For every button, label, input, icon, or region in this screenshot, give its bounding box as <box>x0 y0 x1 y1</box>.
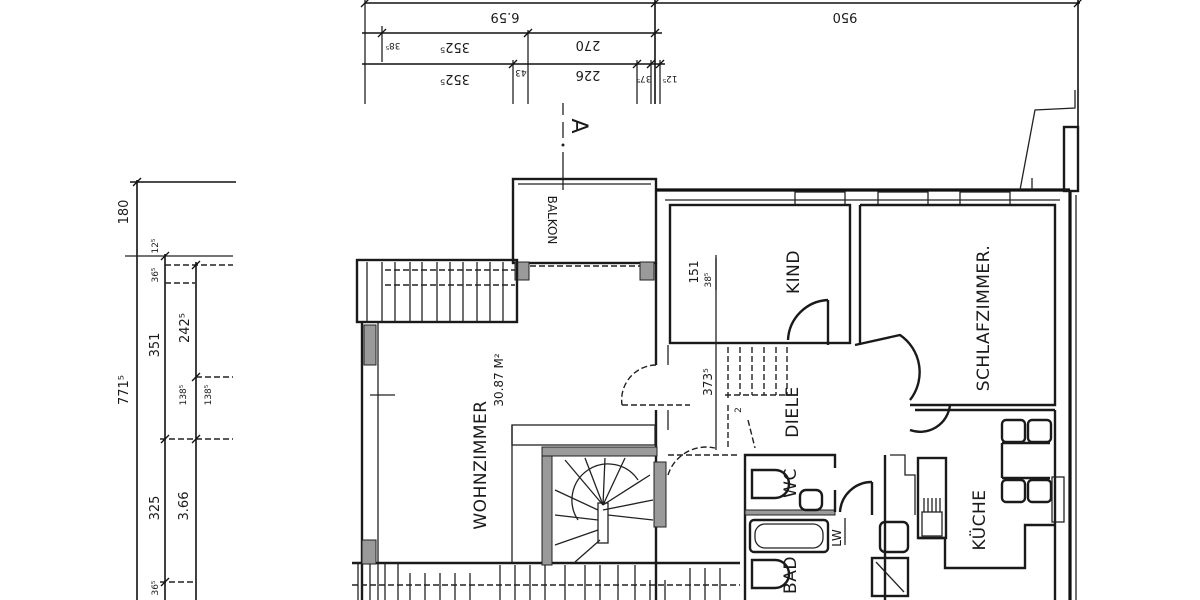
dim-label: 12⁵ <box>662 73 677 83</box>
dim-label: 351 <box>148 333 163 358</box>
dim-label: 373⁵ <box>701 368 715 396</box>
dim-label: 151 <box>687 261 701 284</box>
room-label-kind: KIND <box>784 250 804 294</box>
room-label-kueche: KÜCHE <box>968 489 990 550</box>
room-label-wc: WC <box>781 468 801 498</box>
room-label-balkon: BALKON <box>545 196 559 245</box>
dim-label: 37⁵ <box>636 73 651 83</box>
dim-label: 3.66 <box>177 492 192 521</box>
room-label-wohnzimmer: WOHNZIMMER <box>471 400 491 529</box>
top-dimension-chain: 6.59 950 38⁵ 352⁵ 270 352⁵ 43 226 37⁵ 12… <box>360 0 1082 185</box>
stair-step-mark: 2 <box>734 407 744 413</box>
section-marker-a: A <box>561 103 591 190</box>
dim-label: 138⁵ <box>204 384 214 405</box>
dim-label: 43 <box>515 67 526 77</box>
dim-label: 325 <box>148 496 163 521</box>
dim-label: 352⁵ <box>440 39 470 54</box>
dim-label: 352⁵ <box>440 71 470 86</box>
left-dimension-chain: 771⁵ 180 12⁵ 36⁵ 351 325 36⁵ 242⁵ 138⁵ 1… <box>117 177 236 600</box>
room-labels: WOHNZIMMER 30.87 M² BALKON KIND SCHLAFZI… <box>471 196 994 594</box>
room-label-schlafzimmer: SCHLAFZIMMER. <box>974 245 994 392</box>
interior-dimensions: 151 38⁵ 373⁵ 2 <box>687 258 744 413</box>
room-label-lw: LW <box>830 529 844 547</box>
dim-label: 771⁵ <box>117 375 132 405</box>
dim-label: 242⁵ <box>178 313 193 343</box>
dim-label: 226 <box>576 67 601 82</box>
dim-label: 180 <box>117 200 132 225</box>
dim-label: 12⁵ <box>151 238 161 253</box>
dim-label: 138⁵ <box>179 384 189 405</box>
room-label-bad: BAD <box>781 556 801 594</box>
exterior-walls <box>355 90 1080 600</box>
dim-label: 950 <box>833 9 858 24</box>
dim-label: 6.59 <box>491 9 520 24</box>
dim-label: 270 <box>576 37 601 52</box>
interior-walls <box>511 203 1065 600</box>
section-label: A <box>566 118 591 133</box>
dim-label: 36⁵ <box>151 267 161 282</box>
room-label-diele: DIELE <box>783 386 803 438</box>
dim-label: 38⁵ <box>704 272 714 287</box>
dim-label: 38⁵ <box>385 40 400 50</box>
room-area-wohnzimmer: 30.87 M² <box>492 353 506 407</box>
dim-label: 36⁵ <box>151 580 161 595</box>
